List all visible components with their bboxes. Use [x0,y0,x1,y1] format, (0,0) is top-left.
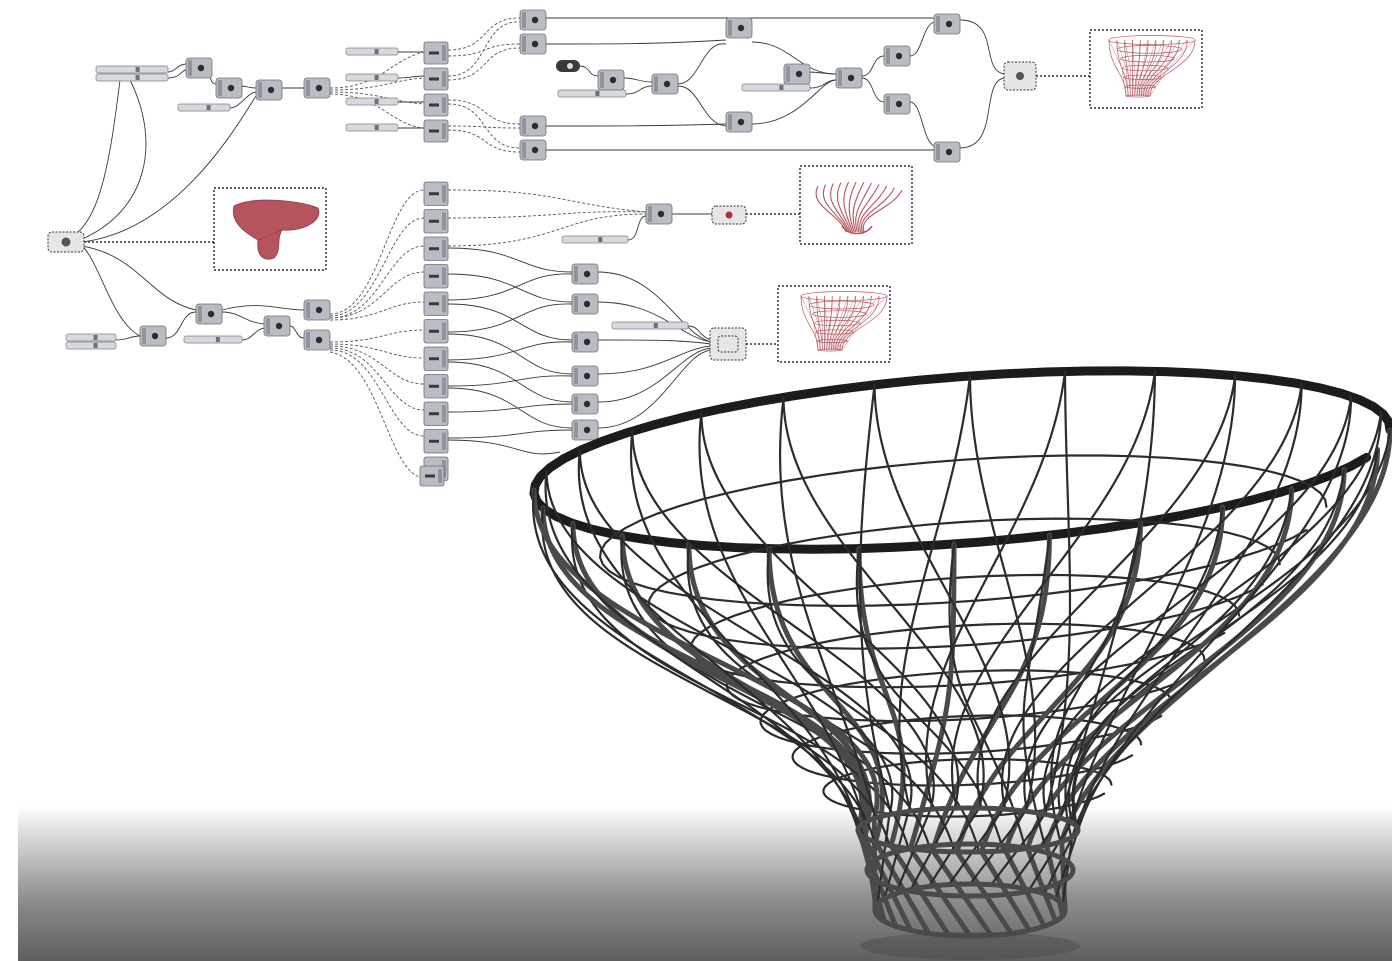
number-slider[interactable] [95,65,169,74]
list-item-component[interactable] [423,319,449,344]
list-item-component[interactable] [423,429,449,454]
component-node[interactable] [835,67,863,89]
number-slider[interactable] [557,89,627,98]
bake-param-lower[interactable] [709,327,747,361]
list-item-component[interactable] [423,67,449,91]
component-node[interactable] [519,139,547,161]
preview-leaders [84,75,1090,345]
component-node[interactable] [645,203,673,225]
list-item-component[interactable] [423,209,449,234]
component-node[interactable] [933,141,961,163]
component-node[interactable] [651,73,679,95]
component-node[interactable] [725,111,753,133]
component-node[interactable] [519,9,547,31]
number-slider[interactable] [345,97,399,106]
number-slider[interactable] [65,341,117,350]
component-node[interactable] [571,263,599,285]
component-node[interactable] [519,33,547,55]
preview-panel-surface [213,187,327,271]
component-node[interactable] [255,79,283,101]
lattice-dome-preview-icon [1108,35,1196,98]
component-node[interactable] [883,45,911,67]
number-slider[interactable] [345,47,399,56]
component-node[interactable] [725,17,753,39]
list-item-component[interactable] [423,291,449,316]
list-item-component[interactable] [423,401,449,426]
preview-panel-lattice-upper [1089,29,1203,109]
lattice-sculpture-render [529,366,1392,960]
component-node[interactable] [883,93,911,115]
origin-param[interactable] [47,231,85,253]
component-node[interactable] [571,393,599,415]
number-slider[interactable] [95,73,169,82]
bake-param-upper[interactable] [1003,61,1037,91]
component-node[interactable] [519,115,547,137]
component-node[interactable] [195,303,223,325]
number-slider[interactable] [741,83,811,92]
component-node[interactable] [139,325,167,347]
component-node[interactable] [571,331,599,353]
component-node[interactable] [303,299,331,321]
list-item-component[interactable] [419,465,445,487]
toggle-node[interactable] [556,60,580,72]
component-node[interactable] [571,419,599,441]
preview-panel-curves [799,165,913,245]
component-node[interactable] [303,329,331,351]
component-node[interactable] [303,77,331,99]
component-node[interactable] [933,13,961,35]
slider-layer [65,47,811,350]
solid-surface-preview-icon [232,199,320,260]
component-node[interactable] [571,365,599,387]
list-item-component[interactable] [423,119,449,143]
component-layer [139,9,961,487]
component-node[interactable] [597,69,625,91]
list-item-component[interactable] [423,346,449,371]
list-item-component[interactable] [423,264,449,289]
list-item-component[interactable] [423,236,449,261]
bake-param-curves[interactable] [711,205,747,225]
component-node[interactable] [571,293,599,315]
number-slider[interactable] [65,333,117,342]
number-slider[interactable] [345,123,399,132]
component-node[interactable] [215,77,243,99]
lattice-dome-preview-icon [800,291,888,352]
number-slider[interactable] [611,321,689,330]
component-node[interactable] [783,63,811,85]
number-slider[interactable] [345,73,399,82]
component-node[interactable] [263,315,291,337]
floor-gradient [18,806,1392,961]
component-node[interactable] [185,57,213,79]
curve-bundle-preview-icon [815,181,903,235]
number-slider[interactable] [561,235,629,244]
list-item-component[interactable] [423,181,449,206]
number-slider[interactable] [183,335,243,344]
wire-layer [63,17,1005,479]
list-item-component[interactable] [423,41,449,65]
number-slider[interactable] [177,103,231,112]
list-item-component[interactable] [423,93,449,117]
preview-panel-lattice-lower [777,285,891,363]
list-item-component[interactable] [423,374,449,399]
